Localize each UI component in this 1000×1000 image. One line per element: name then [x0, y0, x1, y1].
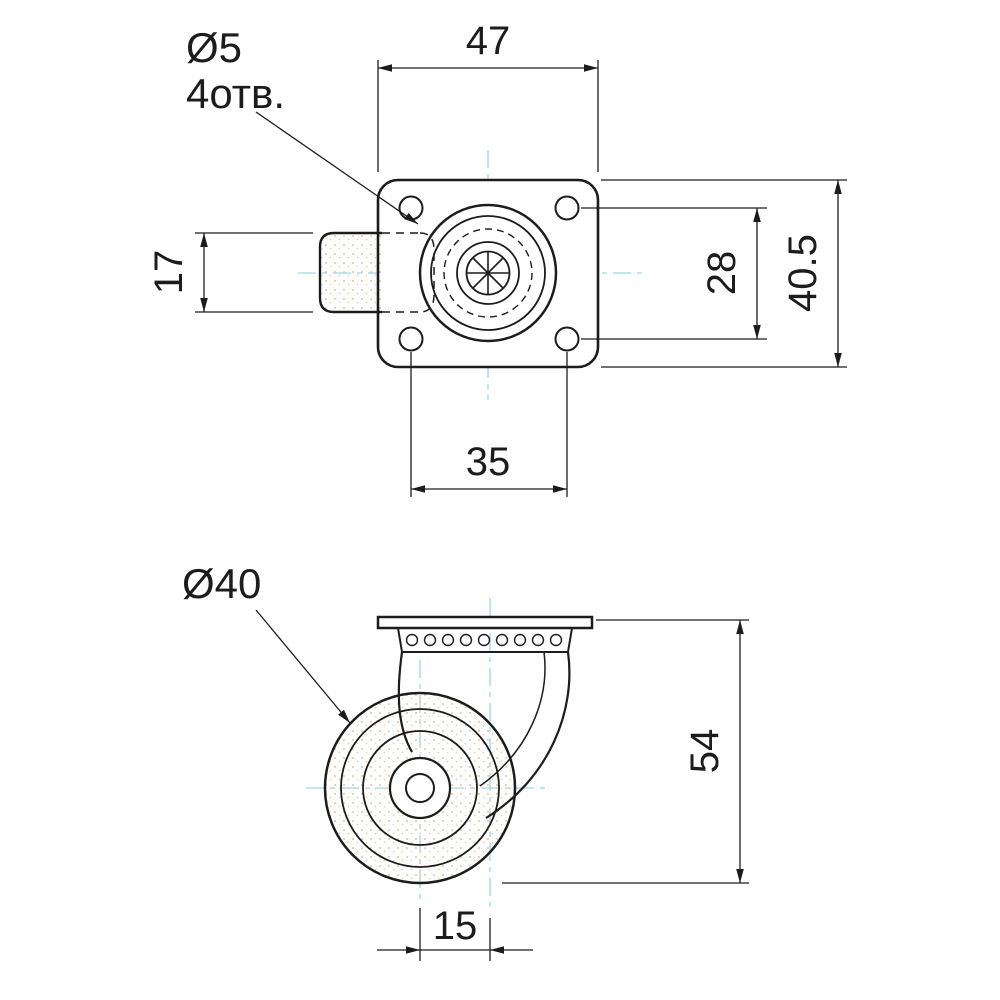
dim-wheel-thickness: 17 — [147, 250, 191, 295]
dim-hole-spacing-vertical: 28 — [700, 251, 744, 296]
swivel-fork — [388, 651, 571, 820]
mounting-hole-top-right — [554, 195, 580, 221]
axle-hole — [405, 773, 435, 803]
swivel-bearing-top — [418, 203, 558, 343]
axle-boss — [388, 756, 452, 820]
bearing-housing — [397, 627, 573, 653]
bearing-balls — [405, 633, 563, 647]
dim-total-height: 54 — [683, 729, 727, 774]
dim-wheel-thickness-lines — [195, 232, 313, 313]
mounting-hole-top-left — [398, 195, 424, 221]
dim-plate-height-lines — [601, 179, 847, 368]
dim-plate-height: 40.5 — [781, 234, 825, 312]
wheel-side-fill — [325, 693, 516, 884]
mounting-hole-bottom-right — [554, 326, 580, 352]
wheel-top-outline — [318, 231, 382, 314]
dim-hole-spacing-horizontal-lines — [410, 352, 568, 497]
dim-swivel-offset: 15 — [433, 904, 478, 948]
mounting-hole-bottom-left — [398, 326, 424, 352]
wheel-top-fill — [320, 233, 382, 312]
dim-plate-width-lines — [377, 60, 599, 172]
wheel-diameter-label: Ø40 — [182, 560, 261, 607]
dim-swivel-offset-lines — [377, 908, 533, 961]
hole-diameter-label: Ø5 — [186, 24, 242, 71]
top-plate-side — [376, 615, 594, 630]
hole-count-label: 4отв. — [186, 70, 285, 117]
top-view: 47 Ø5 4отв. 17 28 40.5 — [147, 19, 847, 497]
wheel-side-circles — [323, 691, 517, 885]
mounting-holes — [398, 195, 580, 352]
side-view: Ø40 54 15 — [182, 560, 749, 961]
wheel-diameter-leader — [255, 609, 351, 724]
wheel-hidden-edges — [382, 232, 435, 313]
dim-plate-width: 47 — [466, 19, 511, 63]
dim-hole-spacing-vertical-lines — [581, 207, 767, 340]
hole-label-leader — [255, 111, 419, 225]
mounting-plate-outline — [376, 178, 600, 369]
dim-hole-spacing-horizontal: 35 — [466, 440, 511, 484]
rivet-cross-pattern — [467, 252, 509, 294]
dim-total-height-lines — [502, 619, 749, 884]
